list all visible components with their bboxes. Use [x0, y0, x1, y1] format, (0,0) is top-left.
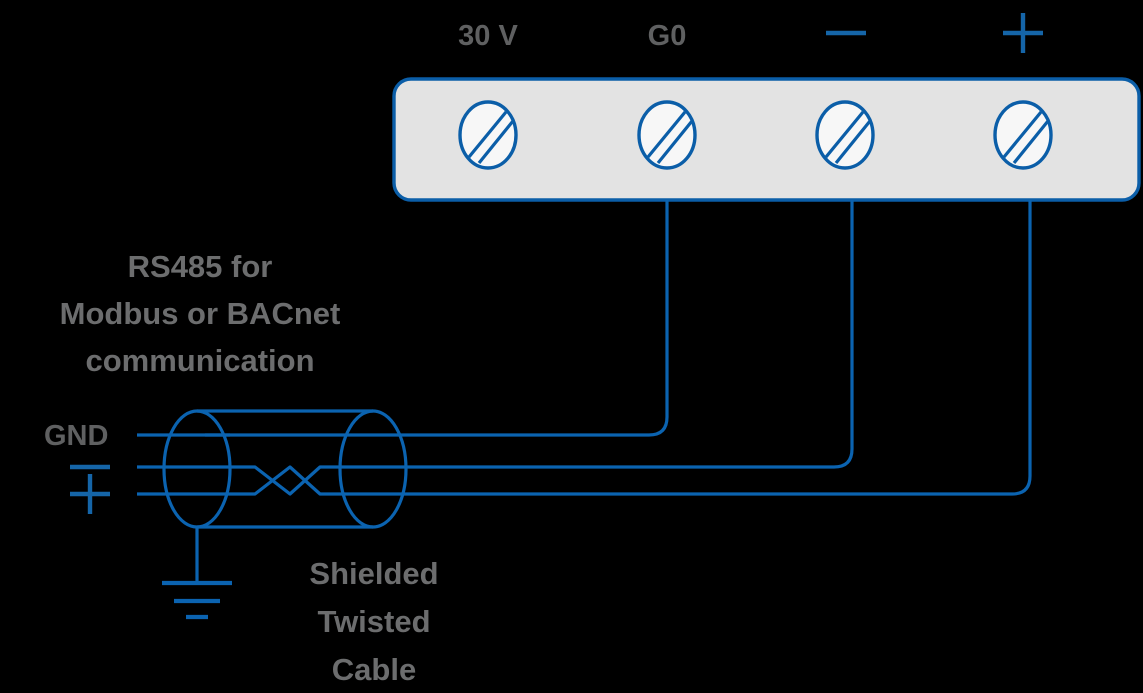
cable-note-line-1: Shielded	[309, 556, 438, 591]
terminal-block-body	[392, 77, 1141, 202]
cable-ring-right	[338, 409, 408, 529]
wire-g0-to-gnd	[405, 200, 669, 437]
wire-plus-to-plus	[405, 200, 1032, 496]
terminal-label-plus	[1003, 13, 1043, 53]
screw-terminal-g0[interactable]	[637, 100, 697, 170]
rs485-note-line-1: RS485 for	[128, 249, 273, 284]
earth-ground-icon	[162, 580, 232, 620]
screw-terminal-30v[interactable]	[458, 100, 518, 170]
rs485-note-line-3: communication	[85, 343, 314, 378]
terminal-label-30v: 30 V	[458, 20, 518, 52]
conductor-plus-twist	[205, 465, 405, 496]
cable-note-line-2: Twisted	[317, 604, 430, 639]
terminal-label-g0: G0	[648, 20, 687, 52]
screw-terminal-minus[interactable]	[815, 100, 875, 170]
conductor-label-gnd: GND	[44, 420, 108, 452]
rs485-note-line-2: Modbus or BACnet	[60, 296, 341, 331]
conductor-label-plus	[70, 474, 110, 514]
wire-minus-to-minus	[405, 200, 854, 469]
cable-note-line-3: Cable	[332, 652, 416, 687]
screw-terminal-plus[interactable]	[993, 100, 1053, 170]
